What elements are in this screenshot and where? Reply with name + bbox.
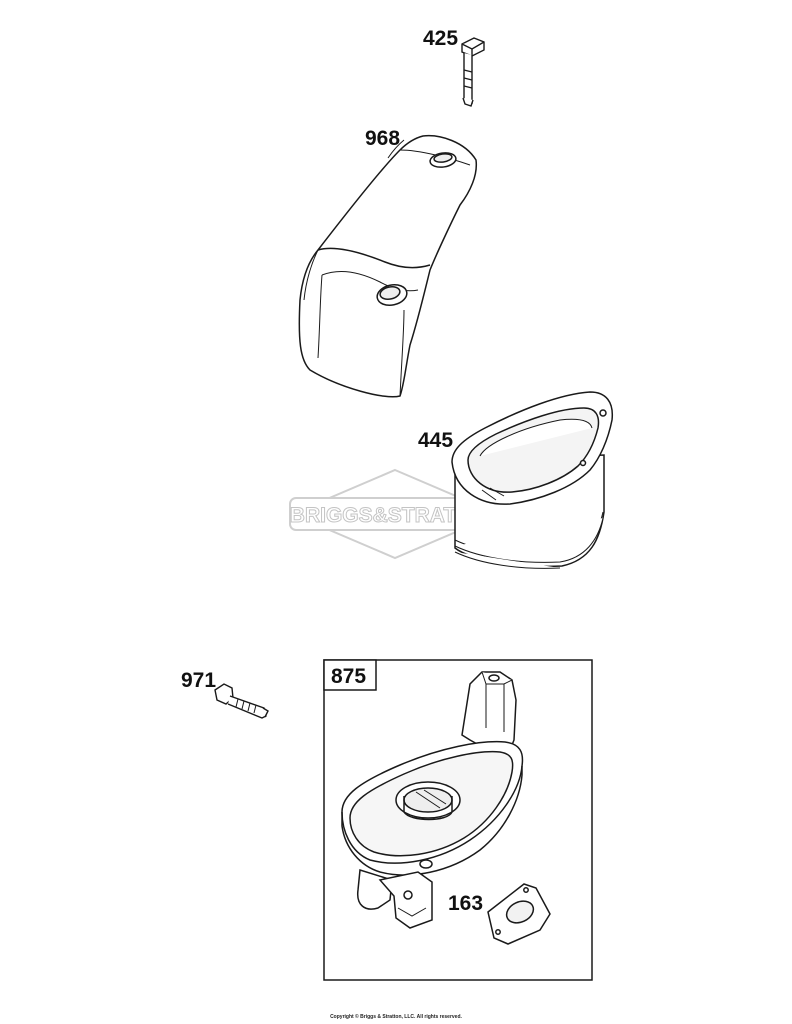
callout-445[interactable]: 445 [418, 429, 454, 452]
assembly-875-label-box [323, 659, 377, 691]
base-875-drawing[interactable] [341, 671, 524, 929]
callout-425[interactable]: 425 [423, 27, 459, 50]
cover-968-drawing[interactable] [298, 134, 478, 398]
callout-971[interactable]: 971 [181, 669, 217, 692]
gasket-163-drawing[interactable] [487, 883, 551, 945]
bolt-425-drawing[interactable] [461, 37, 485, 107]
callout-968[interactable]: 968 [365, 127, 401, 150]
callout-875[interactable]: 875 [331, 665, 367, 688]
filter-445-drawing[interactable] [451, 391, 614, 569]
callout-163[interactable]: 163 [448, 892, 484, 915]
screw-971-drawing[interactable] [214, 683, 269, 719]
assembly-875-frame [323, 659, 593, 981]
copyright-notice: Copyright © Briggs & Stratton, LLC. All … [330, 1014, 462, 1020]
